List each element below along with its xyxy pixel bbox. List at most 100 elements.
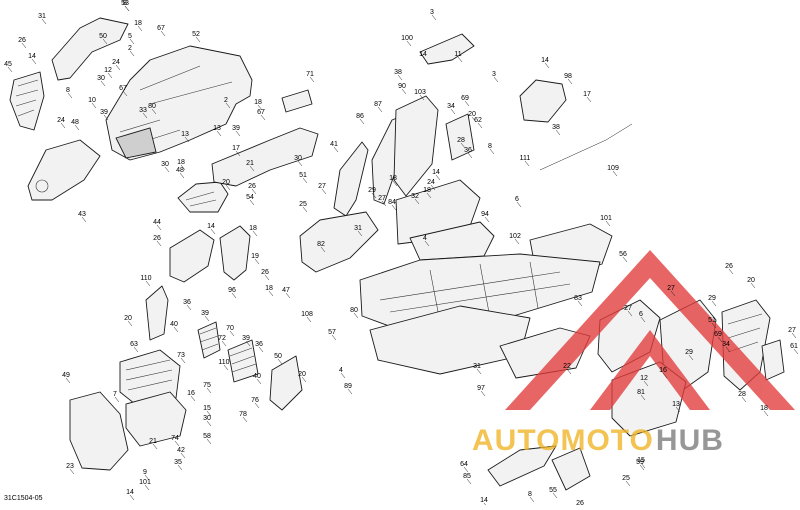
callout-leader-line xyxy=(430,184,436,191)
callout-label: 108 xyxy=(301,311,313,318)
callout-leader-line xyxy=(643,380,649,387)
callout-label: 5 xyxy=(128,33,132,40)
callout-label: 96 xyxy=(228,287,236,294)
callout-leader-line xyxy=(179,172,185,179)
callout-leader-line xyxy=(249,199,255,206)
callout-leader-line xyxy=(231,292,237,299)
callout-leader-line xyxy=(401,88,407,95)
callout-leader-line xyxy=(256,378,262,385)
callout-leader-line xyxy=(144,484,150,491)
callout-leader-line xyxy=(254,258,260,265)
callout-label: 27 xyxy=(378,195,386,202)
part-left-fender-strip xyxy=(51,17,129,81)
callout-label: 38 xyxy=(552,124,560,131)
callout-leader-line xyxy=(331,334,337,341)
callout-leader-line xyxy=(60,122,66,129)
callout-label: 87 xyxy=(374,101,382,108)
callout-leader-line xyxy=(675,406,681,413)
callout-label: 83 xyxy=(574,295,582,302)
callout-label: 102 xyxy=(509,233,521,240)
callout-leader-line xyxy=(129,50,135,57)
callout-leader-line xyxy=(640,394,646,401)
callout-leader-line xyxy=(612,170,618,177)
callout-label: 30 xyxy=(294,155,302,162)
callout-label: 29 xyxy=(368,187,376,194)
callout-label: 14 xyxy=(541,57,549,64)
callout-label: 52 xyxy=(192,31,200,38)
part-footrest-94 xyxy=(409,221,495,261)
callout-leader-line xyxy=(164,166,170,173)
callout-label: 86 xyxy=(356,113,364,120)
callout-label: 84 xyxy=(388,199,396,206)
callout-label: 97 xyxy=(477,385,485,392)
callout-leader-line xyxy=(277,358,283,365)
callout-label: 67 xyxy=(257,109,265,116)
callout-leader-line xyxy=(69,468,75,475)
callout-label: 12 xyxy=(640,375,648,382)
callout-label: 49 xyxy=(62,372,70,379)
callout-label: 40 xyxy=(253,373,261,380)
callout-label: 56 xyxy=(619,251,627,258)
callout-leader-line xyxy=(552,492,558,499)
callout-leader-line xyxy=(301,376,307,383)
callout-label: 40 xyxy=(170,321,178,328)
callout-leader-line xyxy=(622,256,628,263)
callout-label: 103 xyxy=(414,89,426,96)
callout-leader-line xyxy=(67,92,73,99)
callout-leader-line xyxy=(476,368,482,375)
callout-label: 78 xyxy=(239,411,247,418)
callout-leader-line xyxy=(122,90,128,97)
callout-leader-line xyxy=(431,14,437,21)
callout-leader-line xyxy=(464,100,470,107)
callout-leader-line xyxy=(74,124,80,131)
callout-label: 15 xyxy=(637,457,645,464)
callout-label: 31 xyxy=(473,363,481,370)
callout-leader-line xyxy=(206,438,212,445)
callout-label: 3 xyxy=(492,71,496,78)
callout-label: 34 xyxy=(447,103,455,110)
part-side-rail xyxy=(211,127,319,187)
callout-leader-line xyxy=(791,332,797,339)
callout-label: 13 xyxy=(181,131,189,138)
callout-leader-line xyxy=(424,240,430,247)
callout-leader-line xyxy=(174,440,180,447)
callout-label: 14 xyxy=(419,51,427,58)
callout-leader-line xyxy=(268,290,274,297)
callout-label: 14 xyxy=(207,223,215,230)
callout-label: 24 xyxy=(57,117,65,124)
callout-leader-line xyxy=(137,25,143,32)
callout-label: 6 xyxy=(515,196,519,203)
callout-leader-line xyxy=(457,56,463,63)
callout-leader-line xyxy=(717,336,723,343)
part-side-panel-86 xyxy=(333,141,369,217)
callout-leader-line xyxy=(460,142,466,149)
callout-label: 26 xyxy=(576,500,584,505)
callout-leader-line xyxy=(484,216,490,223)
callout-leader-line xyxy=(309,76,315,83)
callout-leader-line xyxy=(639,464,645,471)
callout-label: 42 xyxy=(177,447,185,454)
callout-leader-line xyxy=(320,246,326,253)
callout-label: 18 xyxy=(760,405,768,412)
callout-leader-line xyxy=(285,292,291,299)
callout-label: 81 xyxy=(637,389,645,396)
callout-label: 94 xyxy=(481,211,489,218)
callout-label: 110 xyxy=(218,359,229,366)
watermark-text-part1: AUTOMOTO xyxy=(472,424,654,457)
callout-label: 8 xyxy=(123,0,127,7)
figure-id: 31C1504-05 xyxy=(4,495,43,502)
callout-label: 14 xyxy=(28,53,36,60)
callout-leader-line xyxy=(235,150,241,157)
callout-label: 28 xyxy=(457,137,465,144)
callout-leader-line xyxy=(577,300,583,307)
callout-leader-line xyxy=(381,200,387,207)
part-lower-grille-74 xyxy=(125,391,187,447)
callout-leader-line xyxy=(133,346,139,353)
callout-label: 64 xyxy=(460,461,468,468)
callout-leader-line xyxy=(544,62,550,69)
part-left-panel-49 xyxy=(145,285,169,341)
part-headlight xyxy=(177,181,229,213)
callout-label: 58 xyxy=(203,433,211,440)
callout-label: 69 xyxy=(461,95,469,102)
